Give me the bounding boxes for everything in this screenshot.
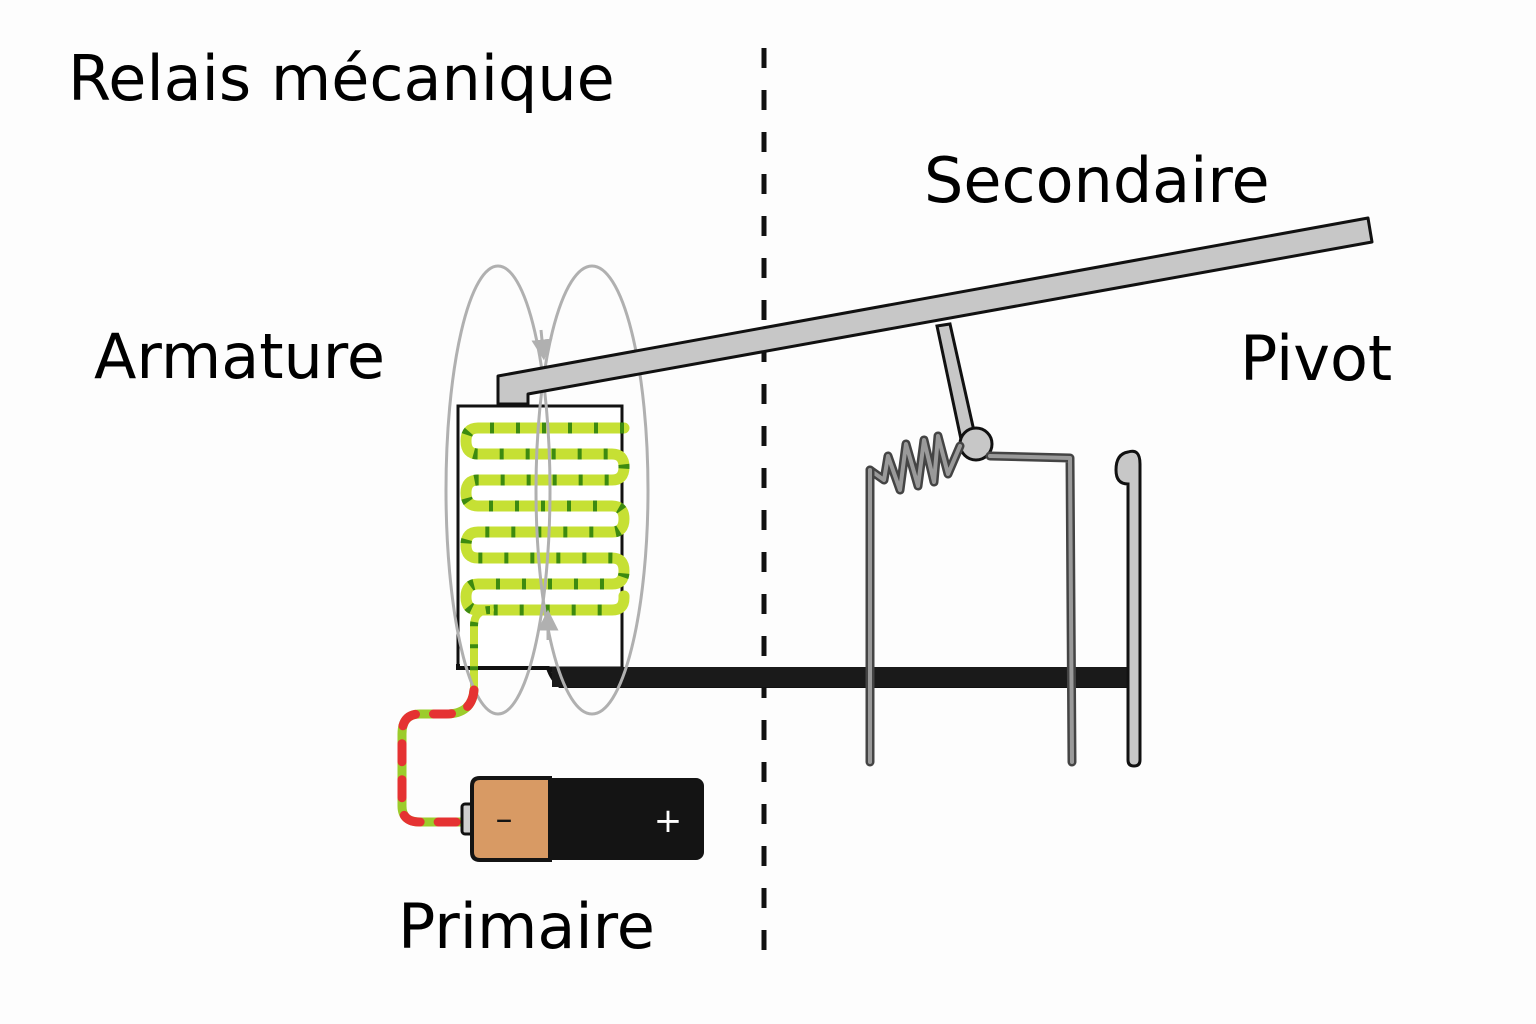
coil-winding	[460, 422, 630, 694]
base-bar	[552, 667, 1136, 687]
battery: – +	[460, 776, 704, 862]
label-secondary: Secondaire	[924, 144, 1270, 217]
fixed-contact	[1114, 449, 1142, 768]
battery-positive-sign: +	[654, 801, 683, 841]
armature-lever	[496, 216, 1374, 406]
moving-contact-arm	[985, 451, 1077, 767]
magnetic-field-lines	[444, 264, 650, 716]
label-armature: Armature	[94, 320, 386, 393]
label-primary: Primaire	[398, 890, 655, 963]
battery-negative-sign: –	[496, 799, 513, 839]
label-pivot: Pivot	[1240, 322, 1393, 395]
battery-copper-end	[470, 776, 552, 862]
pushrod	[935, 322, 978, 446]
diagram-title: Relais mécanique	[68, 42, 615, 115]
primary-wire	[397, 685, 479, 827]
